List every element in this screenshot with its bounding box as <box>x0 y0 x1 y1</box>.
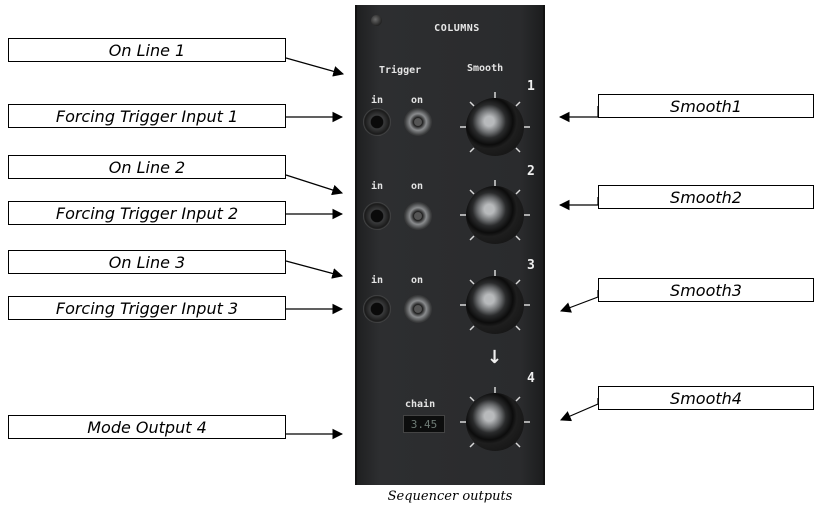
callout-forcing-trigger-input-2: Forcing Trigger Input 2 <box>8 201 286 225</box>
arrow-smooth-4 <box>560 398 599 422</box>
knob-scale-4 <box>460 387 530 448</box>
callout-on-line-1: On Line 1 <box>8 38 286 62</box>
arrow-smooth-2 <box>558 197 599 211</box>
arrow-on-line-2 <box>285 174 344 196</box>
figure-caption: Sequencer outputs <box>387 489 513 504</box>
trigger-on-toggle-2[interactable] <box>404 202 432 230</box>
arrow-smooth-3 <box>559 290 599 313</box>
callout-smooth-4: Smooth4 <box>598 386 814 410</box>
panel-title: COLUMNS <box>434 23 480 34</box>
on-label-2: on <box>411 181 424 192</box>
trigger-on-toggle-3[interactable] <box>404 295 432 323</box>
callout-on-line-3: On Line 3 <box>8 250 286 274</box>
chain-display: 3.45 <box>403 415 445 433</box>
callout-forcing-trigger-input-1: Forcing Trigger Input 1 <box>8 104 286 128</box>
in-label-2: in <box>371 181 384 192</box>
arrow-on-line-1 <box>285 57 345 77</box>
column-number-4: 4 <box>527 371 535 386</box>
chain-label: chain <box>405 399 436 410</box>
smooth-knob-2[interactable] <box>466 186 524 244</box>
on-label-1: on <box>411 95 424 106</box>
callout-smooth-2: Smooth2 <box>598 185 814 209</box>
callout-forcing-trigger-input-3: Forcing Trigger Input 3 <box>8 296 286 320</box>
down-arrow-icon: ↓ <box>487 347 503 368</box>
callout-smooth-1: Smooth1 <box>598 94 814 118</box>
callout-on-line-2: On Line 2 <box>8 155 286 179</box>
knob-scale-2 <box>460 180 530 241</box>
smooth-label: Smooth <box>467 63 504 74</box>
trigger-input-jack-2[interactable] <box>363 202 391 230</box>
smooth-knob-1[interactable] <box>466 98 524 156</box>
knob-scale-1 <box>460 92 530 153</box>
trigger-input-jack-3[interactable] <box>363 295 391 323</box>
in-label-3: in <box>371 275 384 286</box>
smooth-knob-3[interactable] <box>466 276 524 334</box>
callout-mode-output-4: Mode Output 4 <box>8 415 286 439</box>
trigger-on-toggle-1[interactable] <box>404 108 432 136</box>
on-label-3: on <box>411 275 424 286</box>
in-label-1: in <box>371 95 384 106</box>
column-number-1: 1 <box>527 79 535 94</box>
trigger-input-jack-1[interactable] <box>363 108 391 136</box>
arrow-smooth-1 <box>558 106 599 123</box>
screw-icon <box>371 15 382 26</box>
callout-smooth-3: Smooth3 <box>598 278 814 302</box>
smooth-knob-4[interactable] <box>466 393 524 451</box>
column-number-3: 3 <box>527 258 535 273</box>
column-number-2: 2 <box>527 164 535 179</box>
trigger-label: Trigger <box>379 65 422 76</box>
knob-scale-3 <box>460 270 530 331</box>
arrow-on-line-3 <box>285 260 344 279</box>
columns-device-panel: COLUMNS Trigger Smooth 1 in on 2 in on 3… <box>355 5 545 485</box>
